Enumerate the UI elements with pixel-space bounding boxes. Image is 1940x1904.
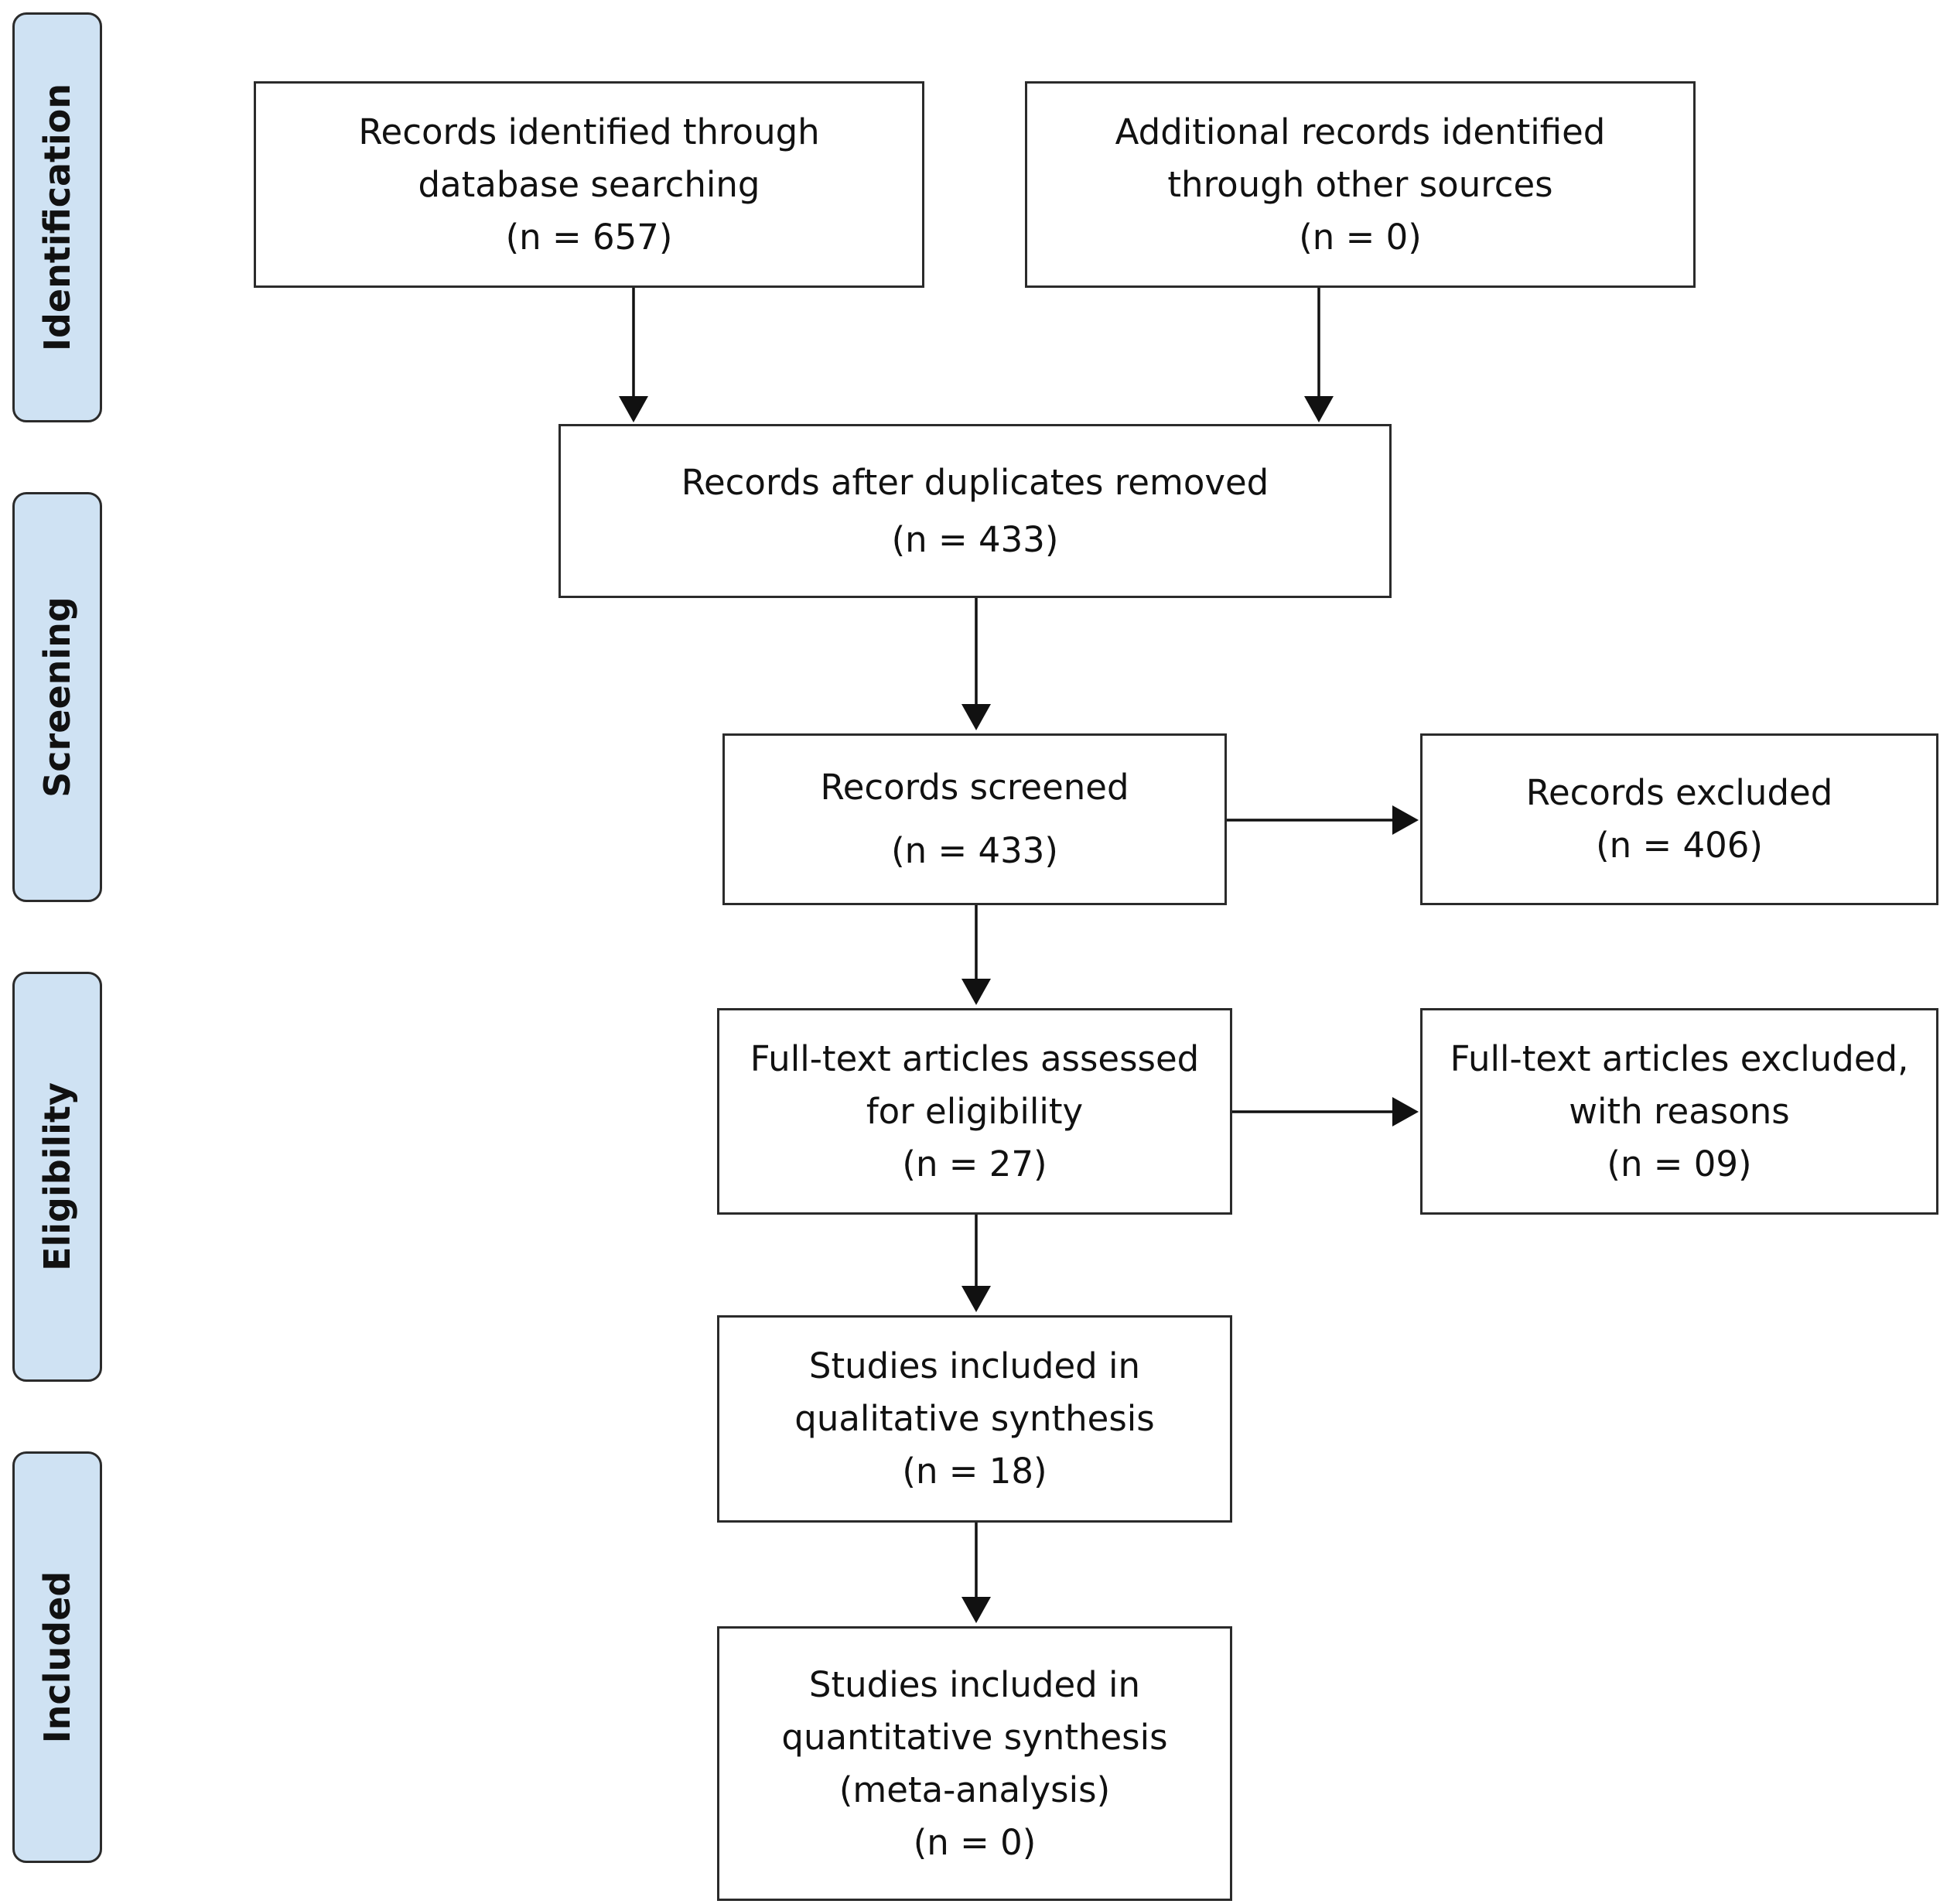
box-quantitative-count: (n = 0): [913, 1821, 1037, 1863]
box-database-records: Records identified through database sear…: [254, 81, 924, 288]
stage-screening: Screening: [12, 492, 102, 902]
box-fulltext-assessed-count: (n = 27): [902, 1143, 1047, 1184]
box-qualitative-line1: Studies included in: [808, 1345, 1141, 1386]
box-qualitative-synthesis: Studies included in qualitative synthesi…: [717, 1315, 1232, 1523]
box-quantitative-line2: quantitative synthesis: [781, 1716, 1168, 1758]
box-qualitative-count: (n = 18): [902, 1451, 1047, 1492]
box-after-duplicates-line1: Records after duplicates removed: [681, 461, 1269, 503]
box-records-excluded-line1: Records excluded: [1525, 772, 1833, 813]
box-other-records-line2: through other sources: [1167, 163, 1553, 205]
stage-eligibility: Eligibility: [12, 972, 102, 1382]
box-database-records-line2: database searching: [418, 163, 760, 205]
box-database-records-line1: Records identified through: [358, 111, 820, 152]
arrowhead-other: [1304, 396, 1334, 422]
box-after-duplicates: Records after duplicates removed (n = 43…: [558, 424, 1392, 598]
arrowhead-fulltext-excluded: [1392, 1097, 1419, 1126]
box-records-screened-line1: Records screened: [820, 767, 1129, 808]
arrowhead-qualitative: [961, 1286, 991, 1312]
box-after-duplicates-count: (n = 433): [891, 518, 1059, 560]
box-fulltext-excluded: Full-text articles excluded, with reason…: [1420, 1008, 1938, 1215]
box-other-records-line1: Additional records identified: [1115, 111, 1606, 152]
box-database-records-count: (n = 657): [505, 216, 673, 258]
stage-included: Included: [12, 1451, 102, 1863]
stage-identification: Identification: [12, 12, 102, 422]
box-records-excluded: Records excluded (n = 406): [1420, 733, 1938, 905]
box-fulltext-excluded-count: (n = 09): [1607, 1143, 1752, 1184]
box-quantitative-line1: Studies included in: [808, 1663, 1141, 1705]
arrowhead-quantitative: [961, 1597, 991, 1623]
box-fulltext-assessed-line2: for eligibility: [866, 1090, 1084, 1132]
box-records-excluded-count: (n = 406): [1596, 825, 1763, 866]
box-records-screened: Records screened (n = 433): [722, 733, 1227, 905]
box-fulltext-assessed: Full-text articles assessed for eligibil…: [717, 1008, 1232, 1215]
box-fulltext-excluded-line2: with reasons: [1569, 1090, 1790, 1132]
box-quantitative-line3: (meta-analysis): [839, 1769, 1111, 1810]
arrowhead-database: [619, 396, 648, 422]
box-other-records-count: (n = 0): [1299, 216, 1422, 258]
box-quantitative-synthesis: Studies included in quantitative synthes…: [717, 1626, 1232, 1901]
box-fulltext-assessed-line1: Full-text articles assessed: [750, 1037, 1200, 1079]
box-qualitative-line2: qualitative synthesis: [794, 1398, 1155, 1439]
box-fulltext-excluded-line1: Full-text articles excluded,: [1450, 1037, 1909, 1079]
arrowhead-excluded: [1392, 805, 1419, 835]
box-records-screened-count: (n = 433): [891, 830, 1058, 871]
arrowhead-duplicates: [961, 704, 991, 730]
arrowhead-fulltext: [961, 979, 991, 1005]
box-other-records: Additional records identified through ot…: [1025, 81, 1696, 288]
